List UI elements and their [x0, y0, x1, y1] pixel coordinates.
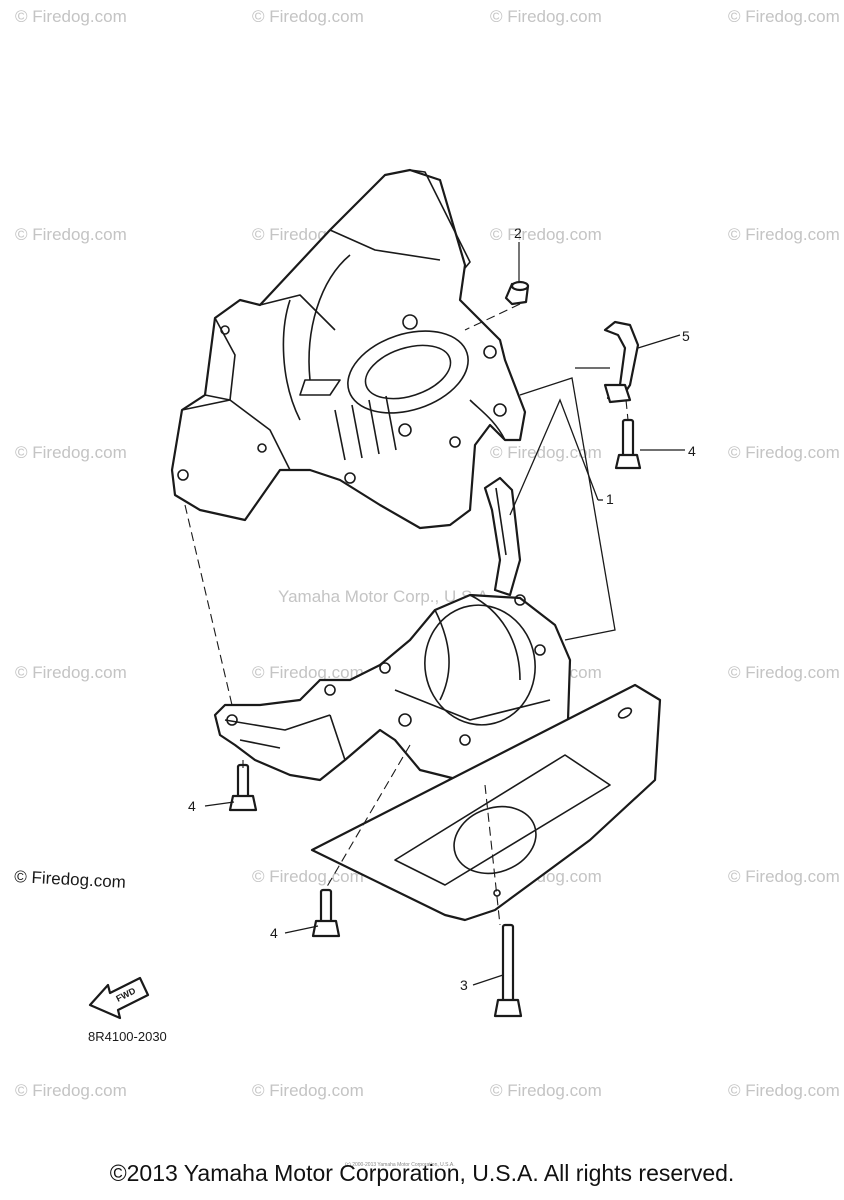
crank-seal-strip: [483, 476, 522, 597]
footer-small-print: (c) 2000-2013 Yamaha Motor Corporation, …: [345, 1162, 455, 1168]
firedog-corner-mark: © Firedog.com: [14, 867, 127, 892]
callout-part-4-bottom: 4: [270, 925, 278, 941]
watermark: © Firedog.com: [15, 443, 127, 462]
part-4-bolt-left: [228, 763, 258, 812]
watermark: © Firedog.com: [252, 867, 364, 886]
part-5-clamp: [603, 320, 640, 404]
watermark-grid: © Firedog.com © Firedog.com © Firedog.co…: [15, 7, 840, 1100]
watermark: © Firedog.com: [728, 225, 840, 244]
watermark: © Firedog.com: [252, 7, 364, 26]
watermark-center: Yamaha Motor Corp., U.S.A.: [278, 587, 493, 606]
callout-part-4-left: 4: [188, 798, 196, 814]
part-4-bolt-right: [614, 418, 642, 470]
footer-copyright: ©2013 Yamaha Motor Corporation, U.S.A. A…: [109, 1160, 735, 1186]
watermark: © Firedog.com: [490, 225, 602, 244]
callout-part-5: 5: [682, 328, 690, 344]
part-3-long-bolt: [493, 923, 523, 1018]
assembly-lines: [184, 303, 629, 926]
part-4-bolt-bottom: [311, 888, 341, 938]
part-1-bracket: [509, 377, 616, 641]
diagram-code: 8R4100-2030: [88, 1029, 167, 1044]
watermark: © Firedog.com: [15, 7, 127, 26]
watermark: © Firedog.com: [15, 1081, 127, 1100]
watermark: © Firedog.com: [728, 663, 840, 682]
lower-crankcase: [213, 593, 572, 787]
watermark: © Firedog.com: [728, 1081, 840, 1100]
watermark: © Firedog.com: [15, 225, 127, 244]
fwd-arrow-icon: FWD: [88, 976, 150, 1020]
watermark: © Firedog.com: [15, 663, 127, 682]
upper-crankcase: [170, 168, 527, 530]
callout-part-4-right: 4: [688, 443, 696, 459]
base-plate: [310, 683, 662, 922]
watermark: © Firedog.com: [490, 443, 602, 462]
watermark: © Firedog.com: [252, 1081, 364, 1100]
part-2-plug: [504, 280, 530, 306]
watermark: © Firedog.com: [490, 1081, 602, 1100]
watermark: © Firedog.com: [728, 7, 840, 26]
watermark: © Firedog.com: [490, 7, 602, 26]
callout-part-1: 1: [606, 491, 614, 507]
watermark: © Firedog.com: [728, 443, 840, 462]
callout-part-3: 3: [460, 977, 468, 993]
leader-lines: [204, 242, 685, 986]
watermark: © Firedog.com: [728, 867, 840, 886]
watermark: © Firedog.com: [252, 663, 364, 682]
callout-part-2: 2: [514, 225, 522, 241]
